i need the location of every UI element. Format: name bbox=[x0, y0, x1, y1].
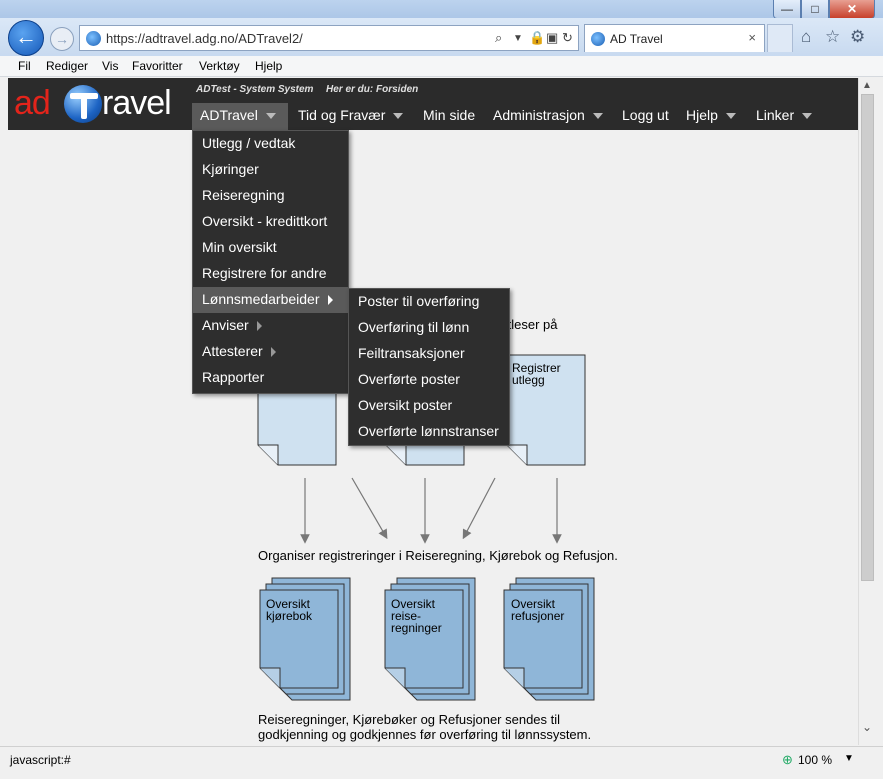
nav-linker[interactable]: Linker bbox=[748, 103, 820, 130]
status-text: javascript:# bbox=[10, 753, 71, 767]
maximize-button[interactable]: □ bbox=[801, 0, 829, 19]
menu-registrere-for-andre[interactable]: Registrere for andre bbox=[202, 265, 327, 281]
chevron-down-icon bbox=[265, 113, 276, 120]
logo-ad-text: ad bbox=[14, 84, 51, 122]
menu-vis[interactable]: Vis bbox=[102, 59, 119, 73]
menu-hjelp[interactable]: Hjelp bbox=[255, 59, 283, 73]
forward-button[interactable]: → bbox=[50, 27, 74, 51]
chevron-right-icon bbox=[256, 321, 262, 332]
chevron-down-icon bbox=[393, 113, 404, 120]
back-button[interactable]: ← bbox=[8, 20, 44, 56]
minimize-button[interactable]: — bbox=[773, 0, 801, 19]
tab-ad-travel[interactable]: AD Travel × bbox=[584, 24, 765, 52]
tab-favicon-icon bbox=[591, 32, 605, 46]
menu-lonnsmedarbeider[interactable]: Lønnsmedarbeider bbox=[193, 287, 348, 313]
browser-navbar: ← → https://adtravel.adg.no/ADTravel2/ ⌕… bbox=[0, 18, 883, 58]
tab-close-icon[interactable]: × bbox=[748, 30, 756, 45]
zoom-icon[interactable]: ⊕ bbox=[782, 752, 793, 767]
menu-favoritter[interactable]: Favoritter bbox=[132, 59, 183, 73]
close-button[interactable]: ✕ bbox=[829, 0, 875, 19]
menu-attesterer[interactable]: Attesterer bbox=[193, 339, 348, 365]
submenu-overforing-til-lonn[interactable]: Overføring til lønn bbox=[358, 319, 470, 335]
breadcrumb: Her er du: Forsiden bbox=[326, 84, 419, 95]
new-tab-button[interactable] bbox=[767, 24, 793, 52]
adtravel-dropdown: Utlegg / vedtak Kjøringer Reiseregning O… bbox=[192, 130, 349, 394]
favorites-star-icon[interactable]: ☆ bbox=[825, 27, 841, 46]
site-header: ad ravel ADTest - System System Her er d… bbox=[8, 78, 858, 130]
refresh-icon[interactable]: ↻ bbox=[562, 30, 573, 45]
gear-icon[interactable]: ⚙ bbox=[850, 27, 866, 46]
chevron-down-icon bbox=[592, 113, 603, 120]
menu-rediger[interactable]: Rediger bbox=[46, 59, 89, 73]
lonnsmedarbeider-submenu: Poster til overføring Overføring til løn… bbox=[348, 288, 510, 446]
chevron-right-icon bbox=[270, 347, 276, 358]
chevron-down-icon[interactable]: ▼ bbox=[844, 753, 854, 764]
adtravel-logo[interactable]: ad ravel bbox=[14, 82, 184, 124]
partial-description-text: ttleser på bbox=[504, 317, 558, 332]
menu-reiseregning[interactable]: Reiseregning bbox=[202, 187, 285, 203]
doc-label-kjorebok: Oversikt kjørebok bbox=[266, 597, 313, 623]
doc-label-reiseregninger: Oversikt reise- regninger bbox=[391, 597, 442, 635]
chevron-right-icon bbox=[327, 295, 333, 306]
footer-text-line1: Reiseregninger, Kjørebøker og Refusjoner… bbox=[258, 712, 561, 727]
address-bar[interactable]: https://adtravel.adg.no/ADTravel2/ ⌕ ▼ 🔒… bbox=[79, 25, 579, 51]
browser-menubar: Fil Rediger Vis Favoritter Verktøy Hjelp bbox=[0, 56, 883, 77]
page-content: ad ravel ADTest - System System Her er d… bbox=[8, 78, 858, 745]
status-bar: javascript:# ⊕ 100 % ▼ bbox=[0, 746, 883, 779]
scroll-up-icon[interactable]: ▲ bbox=[862, 80, 872, 91]
doc-label-registrer-utlegg: Registrer utlegg bbox=[512, 361, 561, 387]
vertical-scrollbar[interactable]: ▲ ⌄ bbox=[858, 78, 875, 745]
flow-arrows bbox=[300, 477, 562, 544]
menu-rapporter[interactable]: Rapporter bbox=[202, 369, 265, 385]
globe-icon bbox=[86, 31, 101, 46]
organize-text: Organiser registreringer i Reiseregning,… bbox=[258, 548, 618, 563]
system-label: ADTest - System System bbox=[196, 84, 314, 95]
menu-oversikt-kredittkort[interactable]: Oversikt - kredittkort bbox=[202, 213, 328, 229]
scrollbar-thumb[interactable] bbox=[861, 94, 874, 581]
menu-min-oversikt[interactable]: Min oversikt bbox=[202, 239, 277, 255]
logo-ravel-text: ravel bbox=[102, 84, 172, 122]
nav-hjelp[interactable]: Hjelp bbox=[678, 103, 744, 130]
nav-min-side[interactable]: Min side bbox=[423, 107, 476, 123]
nav-adtravel[interactable]: ADTravel bbox=[192, 103, 288, 130]
submenu-overforte-poster[interactable]: Overførte poster bbox=[358, 371, 460, 387]
submenu-poster-til-overforing[interactable]: Poster til overføring bbox=[358, 293, 480, 309]
submenu-overforte-lonnstranser[interactable]: Overførte lønnstranser bbox=[358, 423, 499, 439]
bottom-doc-reiseregninger bbox=[384, 577, 476, 701]
url-text: https://adtravel.adg.no/ADTravel2/ bbox=[106, 31, 303, 46]
tab-title: AD Travel bbox=[610, 32, 663, 46]
menu-utlegg-vedtak[interactable]: Utlegg / vedtak bbox=[202, 135, 296, 151]
menu-fil[interactable]: Fil bbox=[18, 59, 31, 73]
compatibility-icon[interactable]: ▣ bbox=[546, 30, 559, 45]
submenu-feiltransaksjoner[interactable]: Feiltransaksjoner bbox=[358, 345, 465, 361]
chevron-down-icon bbox=[802, 113, 813, 120]
logo-globe-icon bbox=[64, 85, 102, 123]
doc-label-refusjoner: Oversikt refusjoner bbox=[511, 597, 565, 623]
submenu-oversikt-poster[interactable]: Oversikt poster bbox=[358, 397, 453, 413]
menu-anviser[interactable]: Anviser bbox=[193, 313, 348, 339]
menu-verktoy[interactable]: Verktøy bbox=[199, 59, 240, 73]
chevron-down-icon bbox=[725, 113, 736, 120]
bottom-doc-kjorebok bbox=[259, 577, 351, 701]
home-icon[interactable]: ⌂ bbox=[801, 27, 812, 46]
footer-text-line2: godkjenning og godkjennes før overføring… bbox=[258, 727, 592, 742]
scroll-down-icon[interactable]: ⌄ bbox=[862, 720, 873, 734]
bottom-doc-refusjoner bbox=[503, 577, 595, 701]
zoom-level[interactable]: 100 % bbox=[798, 753, 833, 767]
lock-icon: 🔒 bbox=[529, 30, 546, 45]
search-icon[interactable]: ⌕ bbox=[495, 30, 503, 45]
menu-kjoringer[interactable]: Kjøringer bbox=[202, 161, 259, 177]
nav-tid-og-fravaer[interactable]: Tid og Fravær bbox=[290, 103, 411, 130]
nav-logg-ut[interactable]: Logg ut bbox=[622, 107, 669, 123]
chevron-down-icon[interactable]: ▼ bbox=[513, 33, 523, 44]
nav-administrasjon[interactable]: Administrasjon bbox=[485, 103, 611, 130]
